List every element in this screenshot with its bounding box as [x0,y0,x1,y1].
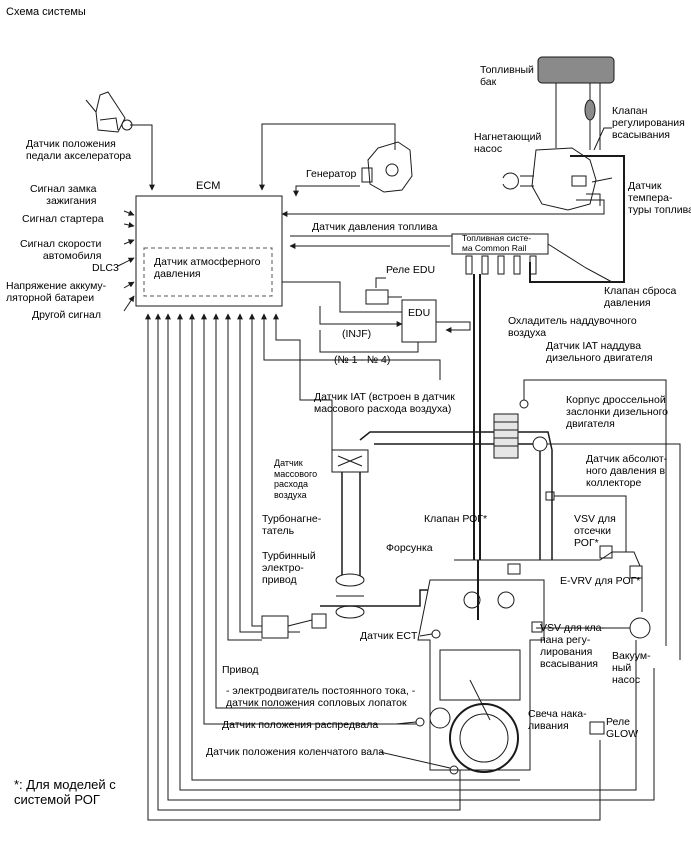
glow-plug-label: Свеча нака- ливания [528,708,587,732]
atm-pressure-sensor-box [143,247,273,297]
ign-signal-label: Сигнал замка зажигания [30,183,97,207]
air-intake-pipe [341,431,553,580]
crank-sensor-icon [449,765,459,775]
dlc3-label: DLC3 [92,262,119,274]
engine-icon [417,579,545,773]
crank-sensor-label: Датчик положения коленчатого вала [206,746,385,758]
vacuum-pump-icon [629,617,651,639]
throttle-body-label: Корпус дроссельной заслонки дизельного д… [566,394,669,430]
accelerator-pedal-icon [85,91,133,133]
maf-label: Датчик массового расхода воздуха [274,458,318,500]
intercooler-label: Охладитель наддувочного воздуха [508,315,637,339]
common-rail-label: Топливная систе- ма Common Rail [462,233,532,253]
starter-signal-label: Сигнал стартера [22,213,104,225]
evrv-label: E-VRV для РОГ* [560,575,641,587]
battery-voltage-label: Напряжение аккуму- ляторной батареи [6,280,107,304]
evrv-icon [629,565,643,579]
ecm-label: ECM [196,180,221,192]
pedal-sensor-label: Датчик положения педали акселератора [26,138,132,162]
fuel-pressure-label: Датчик давления топлива [312,221,438,233]
vsv-egr-label: VSV для отсечки РОГ* [574,513,616,549]
generator-label: Генератор [306,168,357,180]
vsv-intake-label: VSV для кла- пана регу- лирования всасыв… [540,622,605,670]
cam-sensor-label: Датчик положения распредвала [222,719,379,731]
ect-label: Датчик ECT [360,630,418,642]
turbo-label: Турбонагне- татель [262,513,322,537]
page-title: Схема системы [6,6,86,18]
iat-boost-label: Датчик IAT наддува дизельного двигателя [546,340,653,364]
suction-valve-icon [584,99,596,121]
edu-relay-box [365,289,389,305]
fuel-tank-icon [537,56,615,84]
edu-label: EDU [408,307,431,319]
atm-pressure-sensor-label: Датчик атмосферного давления [154,256,261,280]
cam-sensor-icon [415,717,425,727]
edu-box [401,299,437,343]
map-sensor-label: Датчик абсолют- ного давления в коллекто… [586,453,668,489]
ecm-input-lines [145,313,655,821]
vsv-intake-icon [531,621,543,633]
other-signal-label: Другой сигнал [32,309,102,321]
supply-pump-icon [502,147,597,211]
intercooler-icon [493,413,519,459]
turbo-actuator-label: Турбинный электро- привод [262,550,316,586]
speed-signal-label: Сигнал скорости автомобиля [20,238,102,262]
egr-valve-label: Клапан РОГ* [424,513,488,525]
pump-label: Нагнетающий насос [474,131,542,155]
fuel-temp-label: Датчик темпера- туры топлива [628,180,691,216]
common-rail-injector-lines [465,255,537,275]
iat-maf-label: Датчик IAT (встроен в датчик массового р… [314,391,455,415]
throttle-body-icon [532,436,548,452]
footnote: *: Для моделей с системой РОГ [14,777,116,807]
suction-valve-label: Клапан регулирования всасывания [612,105,685,141]
glow-relay-icon [589,721,605,735]
injector-label: Форсунка [386,542,433,554]
injf-label: (INJF) [342,328,372,340]
n1n4-label: (№ 1 - № 4) [334,354,391,366]
edu-relay-label: Реле EDU [386,264,436,276]
turbo-actuator-icon [261,615,289,639]
ecm-box [135,195,283,307]
map-sensor-icon [545,491,555,501]
dc-motor-label: - электродвигатель постоянного тока, - д… [226,685,416,709]
vacuum-pump-label: Вакуум- ный насос [612,650,651,686]
drive-label: Привод [222,664,259,676]
glow-relay-label: Реле GLOW [606,716,639,740]
relief-valve-label: Клапан сброса давления [604,285,677,309]
generator-icon [361,141,413,193]
fuel-tank-label: Топливный бак [480,64,534,88]
egr-valve-icon [507,563,521,575]
